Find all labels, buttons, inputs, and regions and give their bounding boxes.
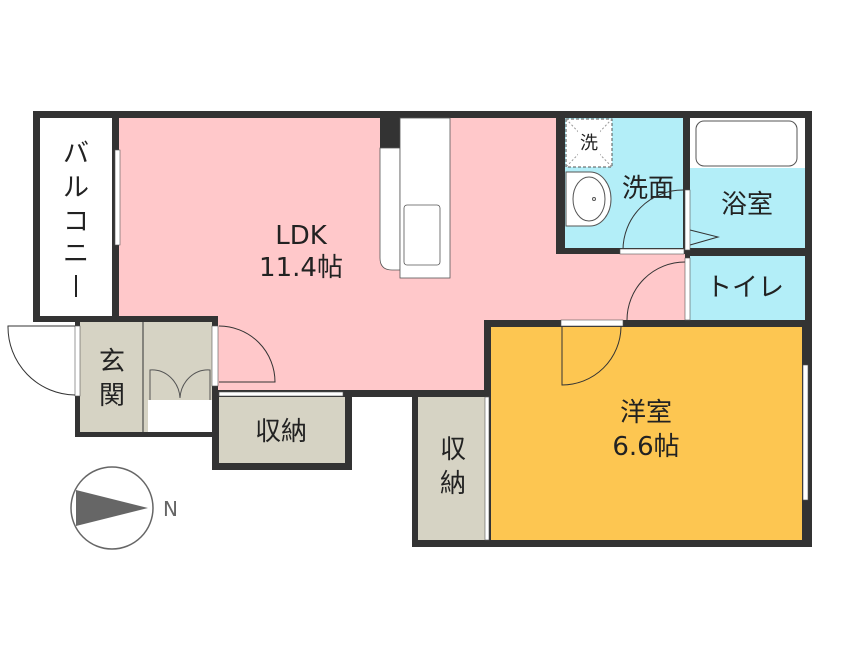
ldk-label: LDK [275,221,328,251]
room-ldk: LDK 11.4帖 [114,117,686,390]
window [114,149,121,246]
room-bath: 浴室 [684,118,805,251]
room-toilet: トイレ [684,256,805,321]
entrance-door[interactable] [7,325,76,396]
kitchen-sink [403,204,441,266]
entrance-label-1: 玄 [99,347,125,377]
washroom-door[interactable] [622,189,684,251]
toilet-door[interactable] [626,261,686,321]
balcony-label-2: ル [63,173,89,203]
western-label: 洋室 [620,398,672,428]
bath-label: 浴室 [721,190,773,220]
north-arrow-icon [76,490,148,526]
ldk-door[interactable] [218,325,276,383]
room-western: 洋室 6.6帖 [491,319,809,540]
compass: N [70,466,178,550]
kitchen-counter [379,147,401,271]
balcony-label-3: コ [63,207,89,237]
balcony-label-4: ニ [63,239,89,269]
shoe-cabinet [149,369,211,400]
balcony: バ ル コ ニ [33,111,120,322]
western-door[interactable] [561,326,622,386]
washroom-label: 洗面 [622,174,674,204]
north-label: N [163,497,178,521]
storage-b: 収 納 [418,396,490,541]
balcony-label-1: バ [63,139,89,169]
bathtub [695,120,798,167]
entrance-label-2: 関 [99,381,125,411]
toilet-label: トイレ [706,273,784,303]
storage-a-label: 収納 [255,417,307,447]
storage-a: 収納 [218,391,345,463]
bath-door[interactable] [689,229,720,246]
entrance: 玄 関 [7,322,219,432]
room-washroom: 洗 洗面 [565,118,685,255]
storage-b-label-1: 収 [440,435,466,465]
storage-b-label-2: 納 [440,469,466,499]
column [380,118,400,148]
ldk-size: 11.4帖 [259,253,343,283]
washer-label: 洗 [580,133,598,154]
western-size: 6.6帖 [612,432,679,462]
window [802,364,809,501]
